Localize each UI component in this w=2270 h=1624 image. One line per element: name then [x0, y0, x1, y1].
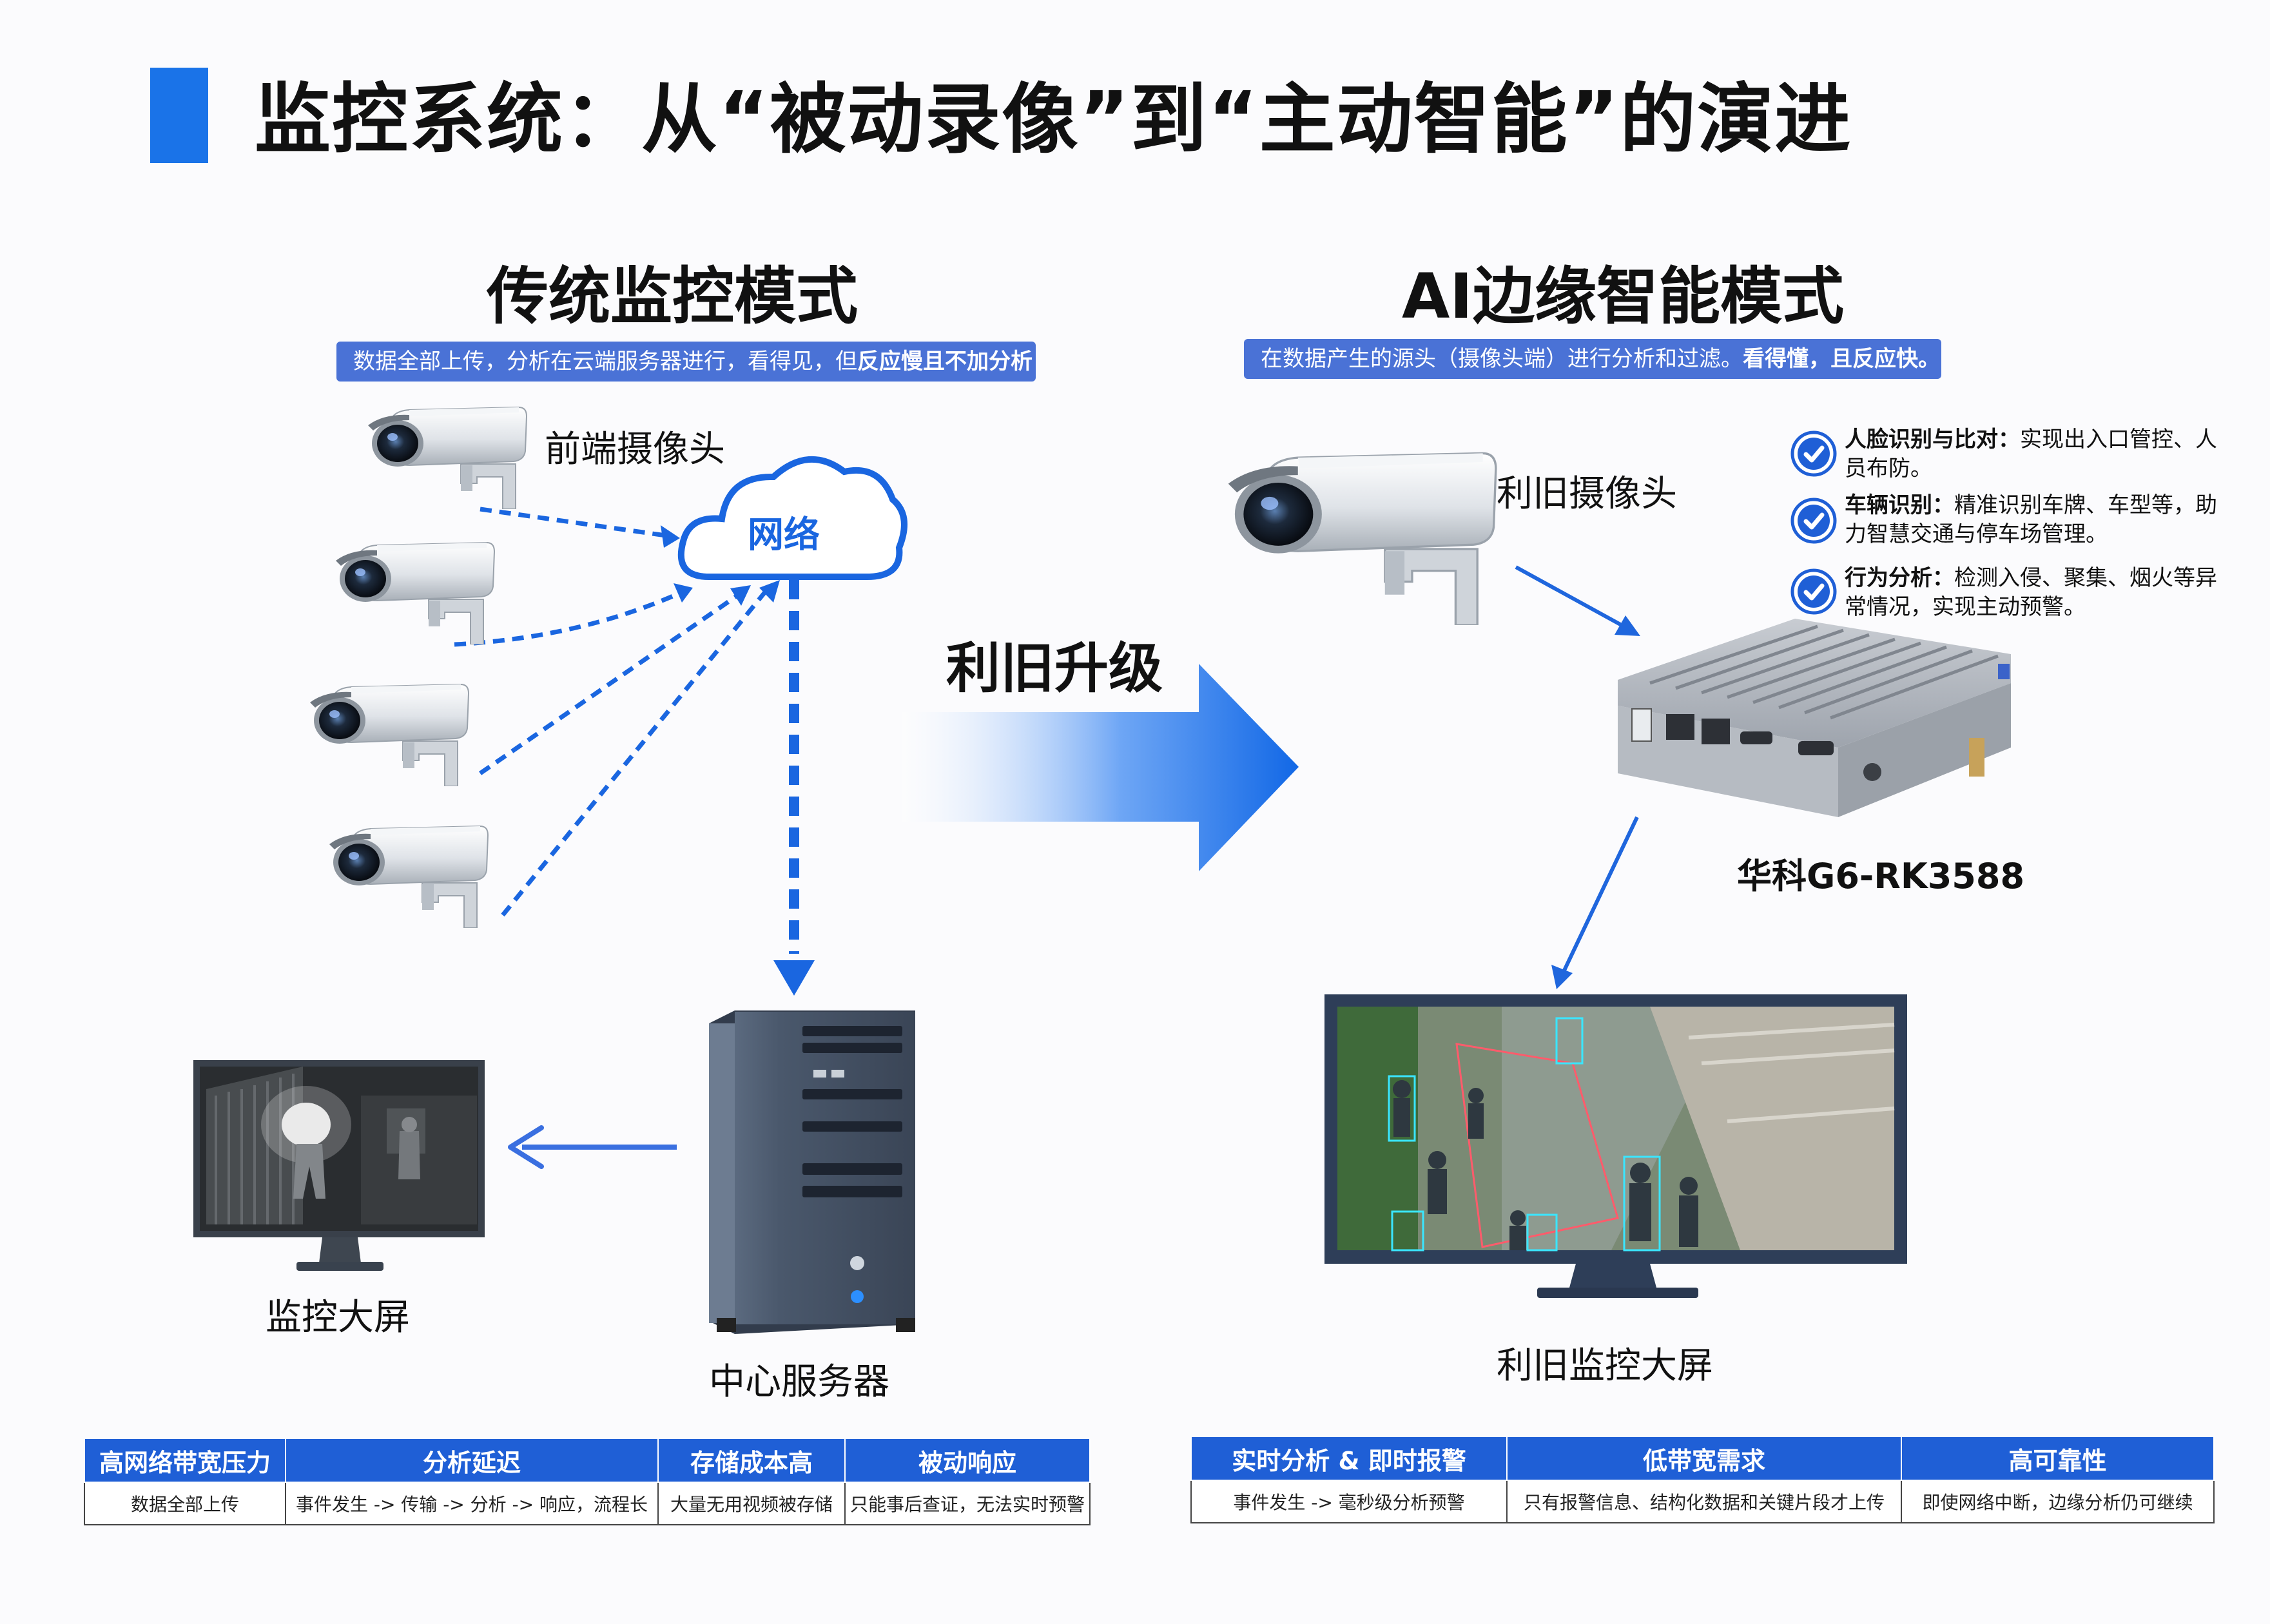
server-label: 中心服务器: [709, 1361, 889, 1403]
device-to-monitor-arrow: [1551, 816, 1639, 989]
feature-title: 车辆识别：: [1845, 492, 1954, 518]
left-subtitle-emphasis: 反应慢且不加分析: [857, 349, 1033, 374]
cloud-to-server-arrowhead: [773, 960, 815, 996]
table-cell: 事件发生 -> 传输 -> 分析 -> 响应，流程长: [285, 1482, 659, 1525]
server-to-monitor-arrow: [508, 1125, 677, 1169]
table-header: 存储成本高: [657, 1439, 846, 1483]
front-camera-label: 前端摄像头: [545, 429, 725, 470]
table-cell: 大量无用视频被存储: [657, 1482, 846, 1525]
network-label: 网络: [748, 514, 820, 556]
legacy-camera-label: 利旧摄像头: [1497, 473, 1677, 515]
legacy-camera: [1221, 451, 1505, 625]
table-cell: 数据全部上传: [84, 1482, 286, 1525]
right-subtitle-banner: 在数据产生的源头（摄像头端）进行分析和过滤。看得懂，且反应快。: [1244, 339, 1941, 379]
left-subtitle-text: 数据全部上传，分析在云端服务器进行，看得见，但: [353, 349, 857, 374]
front-camera-1: [364, 406, 532, 509]
network-dashed-links: [454, 507, 769, 917]
cloud-icon: [677, 456, 907, 580]
table-header: 被动响应: [844, 1439, 1091, 1483]
feature-text: 精准识别车牌、车型等，助力智慧交通与停车场管理。: [1845, 492, 2217, 547]
check-icon: [1790, 498, 1837, 544]
device-model-label: 华科G6-RK3588: [1737, 856, 2025, 896]
edge-device-icon: [1618, 619, 2011, 817]
front-camera-2: [332, 541, 500, 644]
table-header: 高可靠性: [1901, 1437, 2215, 1481]
page-title: 监控系统：从“被动录像”到“主动智能”的演进: [255, 75, 1852, 164]
table-cell: 只能事后查证，无法实时预警: [844, 1482, 1091, 1525]
upgrade-arrow: [902, 664, 1299, 871]
feature-title: 行为分析：: [1845, 565, 1954, 591]
left-subtitle-banner: 数据全部上传，分析在云端服务器进行，看得见，但反应慢且不加分析: [336, 342, 1036, 382]
ai-monitor-icon: [1324, 994, 1907, 1298]
feature-vehicle-recognition: 车辆识别：精准识别车牌、车型等，助力智慧交通与停车场管理。: [1845, 491, 2225, 549]
table-header: 分析延迟: [285, 1439, 659, 1483]
front-camera-3: [306, 683, 474, 786]
camera-to-device-arrow: [1515, 565, 1640, 636]
feature-title: 人脸识别与比对：: [1845, 427, 2020, 452]
left-problems-table: 高网络带宽压力 分析延迟 存储成本高 被动响应 数据全部上传 事件发生 -> 传…: [84, 1439, 1091, 1525]
table-header: 实时分析 & 即时报警: [1190, 1437, 1508, 1481]
legacy-monitor-label: 利旧监控大屏: [1497, 1345, 1713, 1387]
feature-text: 实现出入口管控、人员布防。: [1845, 427, 2217, 481]
table-cell: 事件发生 -> 毫秒级分析预警: [1190, 1480, 1508, 1523]
table-header: 低带宽需求: [1506, 1437, 1902, 1481]
legacy-monitor-icon: [193, 1060, 485, 1271]
monitor-label: 监控大屏: [266, 1297, 410, 1339]
right-subtitle-text: 在数据产生的源头（摄像头端）进行分析和过滤。: [1261, 346, 1743, 372]
left-heading: 传统监控模式: [487, 260, 858, 333]
upgrade-label: 利旧升级: [946, 637, 1163, 700]
table-header: 高网络带宽压力: [84, 1439, 286, 1483]
check-icon: [1790, 568, 1837, 615]
feature-face-recognition: 人脸识别与比对：实现出入口管控、人员布防。: [1845, 425, 2225, 483]
table-cell: 只有报警信息、结构化数据和关键片段才上传: [1506, 1480, 1902, 1523]
front-camera-4: [325, 825, 493, 928]
central-server-icon: [709, 1010, 915, 1334]
right-subtitle-emphasis: 看得懂，且反应快。: [1743, 346, 1940, 372]
right-heading: AI边缘智能模式: [1402, 260, 1845, 333]
table-cell: 即使网络中断，边缘分析仍可继续: [1901, 1480, 2215, 1523]
feature-behavior-analysis: 行为分析：检测入侵、聚集、烟火等异常情况，实现主动预警。: [1845, 564, 2225, 622]
right-benefits-table: 实时分析 & 即时报警 低带宽需求 高可靠性 事件发生 -> 毫秒级分析预警 只…: [1190, 1437, 2215, 1523]
title-accent-bar: [150, 68, 208, 163]
feature-text: 检测入侵、聚集、烟火等异常情况，实现主动预警。: [1845, 565, 2217, 620]
dashed-link-arrowheads: [661, 525, 780, 606]
check-icon: [1790, 430, 1837, 477]
